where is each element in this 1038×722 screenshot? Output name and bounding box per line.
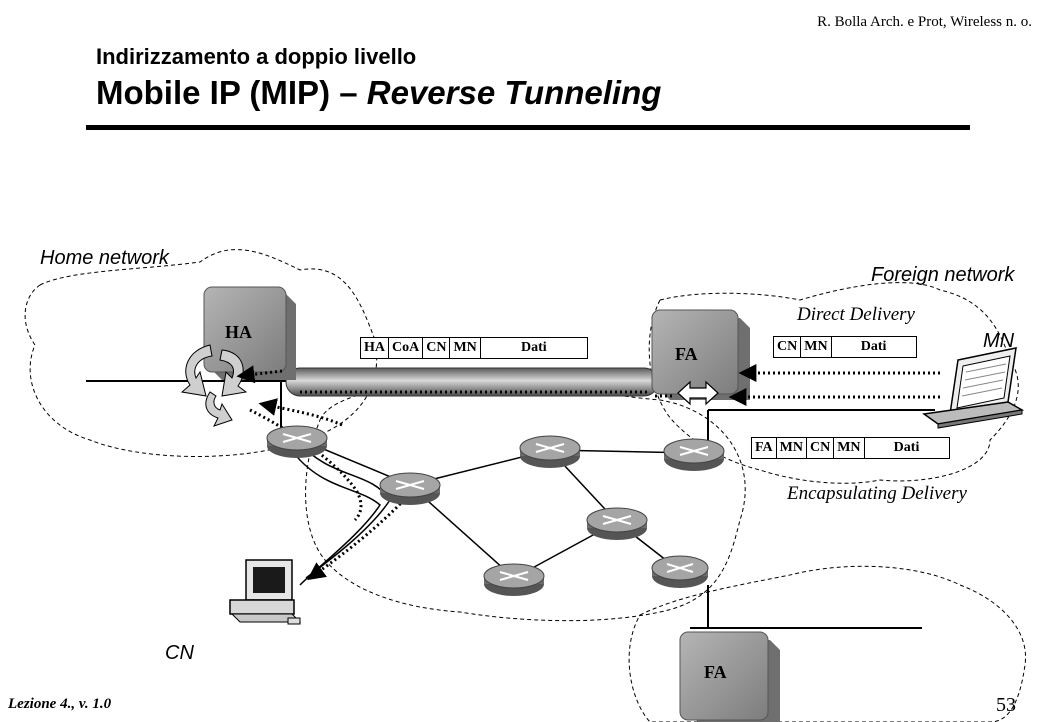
encap-packet: FA MN CN MN Dati: [751, 437, 950, 459]
packet-table: CN MN Dati: [772, 336, 917, 358]
encapsulating-delivery-label: Encapsulating Delivery: [787, 483, 967, 504]
packet-field: MN: [449, 337, 481, 359]
router: [663, 438, 725, 471]
slide-subtitle: Indirizzamento a doppio livello: [96, 44, 417, 69]
router: [483, 563, 545, 596]
title-main: Mobile IP (MIP) –: [96, 74, 367, 111]
direct-packet: CN MN Dati: [772, 336, 917, 358]
fa-double-arrow: [677, 380, 719, 406]
fa2-label: FA: [704, 662, 727, 682]
packet-field: MN: [833, 437, 865, 459]
packet-field: HA: [360, 337, 389, 359]
packet-field: CN: [422, 337, 451, 359]
cn-label: CN: [165, 642, 194, 664]
packet-table: FA MN CN MN Dati: [751, 437, 950, 459]
header-credit: R. Bolla Arch. e Prot, Wireless n. o.: [817, 14, 1032, 30]
foreign-network-cloud: [648, 282, 1019, 484]
slide-title: Mobile IP (MIP) – Reverse Tunneling: [96, 74, 661, 112]
router: [266, 425, 328, 458]
packet-field: CoA: [387, 337, 424, 359]
desktop-computer-icon: [229, 559, 302, 625]
fa-label: FA: [675, 344, 698, 364]
router: [379, 472, 441, 505]
page-number: 53: [996, 694, 1016, 716]
packet-field: MN: [775, 437, 807, 459]
packet-field: Dati: [830, 336, 917, 358]
fa-node-box: [651, 309, 750, 400]
ha-label: HA: [225, 322, 252, 342]
cn-link-a: [296, 439, 391, 579]
packet-field: MN: [800, 336, 832, 358]
packet-field: FA: [751, 437, 777, 459]
router: [586, 507, 648, 540]
second-foreign-cloud: [628, 565, 1027, 722]
tunnel-packet: HA CoA CN MN Dati: [360, 337, 588, 359]
mn-label: MN: [983, 330, 1015, 352]
ha-redirect-arrows: [180, 344, 248, 427]
packet-table: HA CoA CN MN Dati: [360, 337, 588, 359]
packet-field: Dati: [479, 337, 588, 359]
home-network-label: Home network: [40, 247, 169, 269]
title-italic: Reverse Tunneling: [366, 74, 662, 111]
lecture-label: Lezione 4., v. 1.0: [8, 696, 112, 712]
laptop-icon: [922, 347, 1025, 429]
packet-field: CN: [805, 437, 835, 459]
direct-delivery-label: Direct Delivery: [797, 304, 915, 325]
packet-field: CN: [772, 336, 802, 358]
dotted-flows: [236, 364, 940, 581]
router: [519, 435, 581, 468]
router: [651, 555, 709, 588]
packet-field: Dati: [863, 437, 950, 459]
fa2-node-box: [679, 631, 780, 722]
foreign-network-label: Foreign network: [871, 264, 1015, 286]
title-rule: [86, 125, 970, 130]
router-links: [296, 437, 695, 579]
